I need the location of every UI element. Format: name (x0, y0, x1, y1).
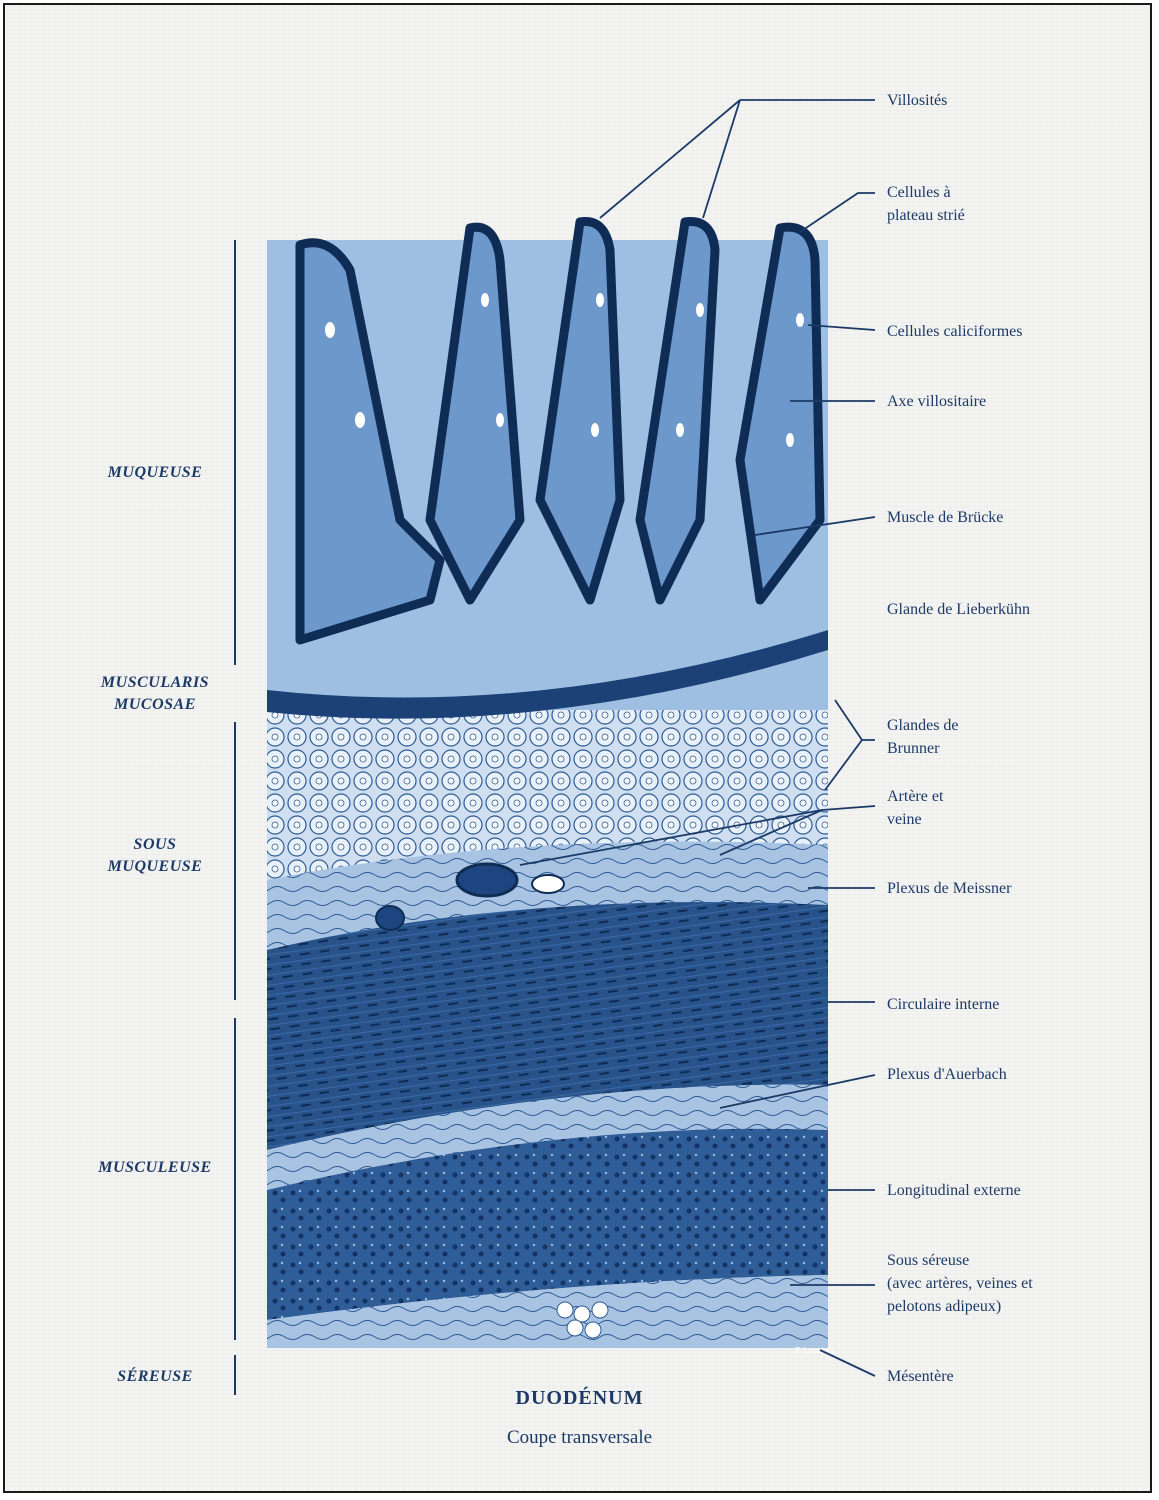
callout-sous-sereuse: Sous séreuse (avec artères, veines et pe… (887, 1249, 1033, 1318)
figure-title: DUODÉNUM (515, 1387, 644, 1409)
layer-label-muqueuse: MUQUEUSE (107, 464, 203, 481)
layer-label-sous-muqueuse-line1: SOUS (133, 836, 177, 853)
layer-label-muscularis: MUSCULARIS MUCOSAE (75, 672, 235, 716)
callout-cellules-caliciformes: Cellules caliciformes (887, 323, 1023, 340)
callout-sous-sereuse-line2: (avec artères, veines et (887, 1275, 1033, 1292)
callout-artere-veine-line1: Artère et (887, 788, 944, 805)
callout-axe-villositaire: Axe villositaire (887, 393, 987, 410)
signature: P. Lucatelli (795, 1346, 833, 1355)
layer-label-musculeuse: MUSCULEUSE (98, 1159, 212, 1176)
callout-artere-veine-line2: veine (887, 811, 922, 828)
callout-cellules-plateau-line1: Cellules à (887, 184, 951, 201)
layer-label-muscularis-line2: MUCOSAE (114, 696, 196, 713)
callout-cellules-plateau-line2: plateau strié (887, 207, 965, 224)
callout-circulaire-interne: Circulaire interne (887, 996, 1000, 1013)
callout-villosites: Villosités (887, 92, 948, 109)
layer-label-muscularis-line1: MUSCULARIS (100, 674, 210, 691)
callout-longitudinal-externe: Longitudinal externe (887, 1182, 1021, 1199)
callout-cellules-plateau: Cellules à plateau strié (887, 181, 965, 227)
callout-glandes-brunner-line1: Glandes de (887, 717, 959, 734)
layer-label-sous-muqueuse: SOUS MUQUEUSE (75, 834, 235, 878)
layer-label-sous-muqueuse-line2: MUQUEUSE (107, 858, 203, 875)
callout-sous-sereuse-line3: pelotons adipeux) (887, 1298, 1002, 1315)
callout-glande-lieberkuhn: Glande de Lieberkühn (887, 601, 1031, 618)
callout-mesentere: Mésentère (887, 1368, 954, 1385)
figure-subtitle: Coupe transversale (506, 1427, 653, 1448)
callout-sous-sereuse-line1: Sous séreuse (887, 1252, 970, 1269)
callout-plexus-auerbach: Plexus d'Auerbach (887, 1066, 1007, 1083)
layer-label-sereuse: SÉREUSE (117, 1368, 193, 1385)
callout-glandes-brunner: Glandes de Brunner (887, 714, 959, 760)
callout-artere-veine: Artère et veine (887, 785, 943, 831)
callout-plexus-meissner: Plexus de Meissner (887, 880, 1012, 897)
callout-muscle-brucke: Muscle de Brücke (887, 509, 1004, 526)
callout-glandes-brunner-line2: Brunner (887, 740, 940, 757)
